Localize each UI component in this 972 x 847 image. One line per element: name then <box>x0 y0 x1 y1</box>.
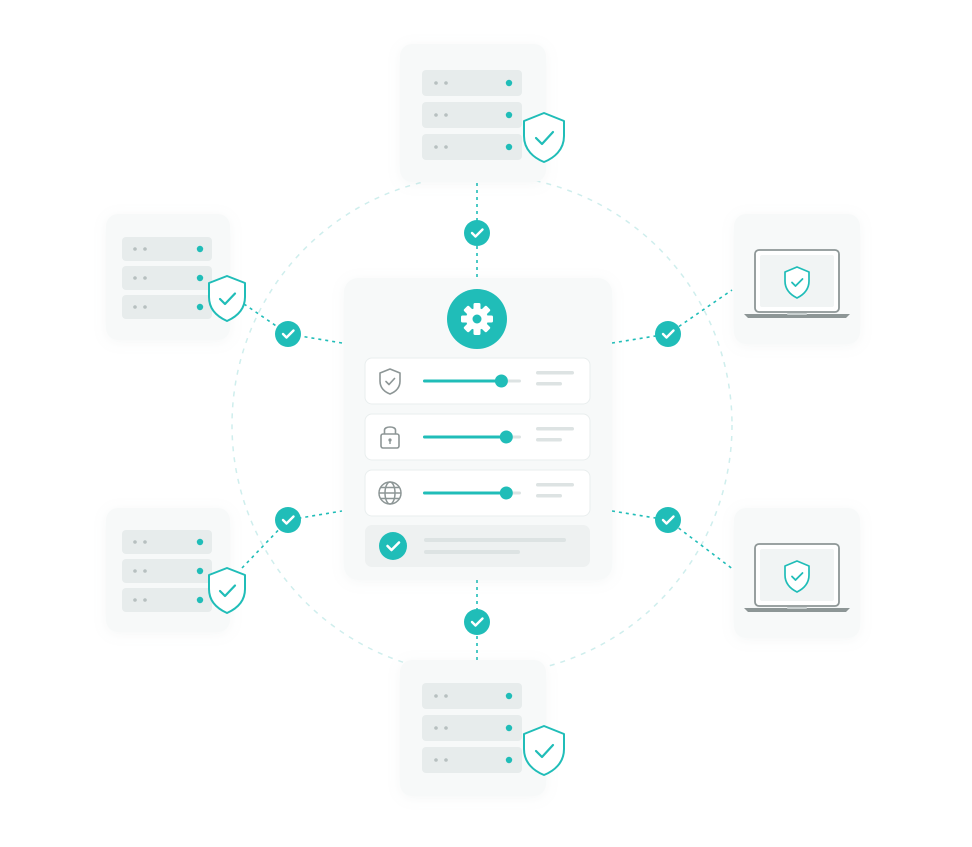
server-rack <box>122 530 212 612</box>
check-circle-icon <box>655 321 681 347</box>
shield-check-icon <box>784 560 810 593</box>
server-node-top[interactable] <box>400 44 565 182</box>
placeholder-line <box>424 550 520 554</box>
slider-fill <box>423 491 507 495</box>
shield-check-icon <box>784 266 810 299</box>
server-node-bottom[interactable] <box>400 660 565 796</box>
globe-icon <box>378 481 402 505</box>
shield-check-icon <box>379 368 401 395</box>
privacy-level-slider[interactable] <box>423 430 521 444</box>
status-led <box>196 567 204 575</box>
slider-fill <box>423 379 502 383</box>
slider-thumb[interactable] <box>499 486 513 500</box>
placeholder-line <box>536 438 562 442</box>
connector-left-lower <box>241 510 343 569</box>
server-rack <box>422 70 522 160</box>
hub-panel <box>344 278 612 580</box>
server-node-left-lower[interactable] <box>106 508 246 632</box>
placeholder-line <box>424 538 566 542</box>
check-circle-icon <box>655 507 681 533</box>
server-rack <box>122 237 212 319</box>
slider-thumb[interactable] <box>494 374 508 388</box>
slider-fill <box>423 435 507 439</box>
shield-check-icon <box>523 725 565 776</box>
laptop-node-right-upper[interactable] <box>734 214 860 344</box>
slider-thumb[interactable] <box>499 430 513 444</box>
server-node-left-upper[interactable] <box>106 214 246 340</box>
status-led <box>505 724 513 732</box>
check-circle-icon <box>275 321 301 347</box>
status-led <box>196 303 204 311</box>
check-circle-icon <box>379 532 407 560</box>
placeholder-line <box>536 371 574 375</box>
placeholder-line <box>536 494 562 498</box>
placeholder-line <box>536 382 562 386</box>
server-rack <box>422 683 522 773</box>
settings-row-lock <box>364 413 591 461</box>
status-led <box>196 245 204 253</box>
security-level-slider[interactable] <box>423 374 521 388</box>
status-led <box>505 111 513 119</box>
confirm-row[interactable] <box>365 525 590 567</box>
settings-row-shield <box>364 357 591 405</box>
status-led <box>505 756 513 764</box>
status-led <box>196 274 204 282</box>
check-circle-icon <box>464 609 490 635</box>
lock-icon <box>380 426 400 449</box>
shield-check-icon <box>523 112 565 163</box>
placeholder-line <box>536 427 574 431</box>
status-led <box>505 692 513 700</box>
gear-icon[interactable] <box>447 289 507 349</box>
status-led <box>196 596 204 604</box>
check-circle-icon <box>464 220 490 246</box>
status-led <box>196 538 204 546</box>
shield-check-icon <box>208 275 246 322</box>
status-led <box>505 143 513 151</box>
placeholder-line <box>536 483 574 487</box>
network-level-slider[interactable] <box>423 486 521 500</box>
shield-check-icon <box>208 567 246 614</box>
connection-badges <box>275 220 681 635</box>
check-circle-icon <box>275 507 301 533</box>
settings-row-globe <box>364 469 591 517</box>
laptop-node-right-lower[interactable] <box>734 508 860 638</box>
status-led <box>505 79 513 87</box>
